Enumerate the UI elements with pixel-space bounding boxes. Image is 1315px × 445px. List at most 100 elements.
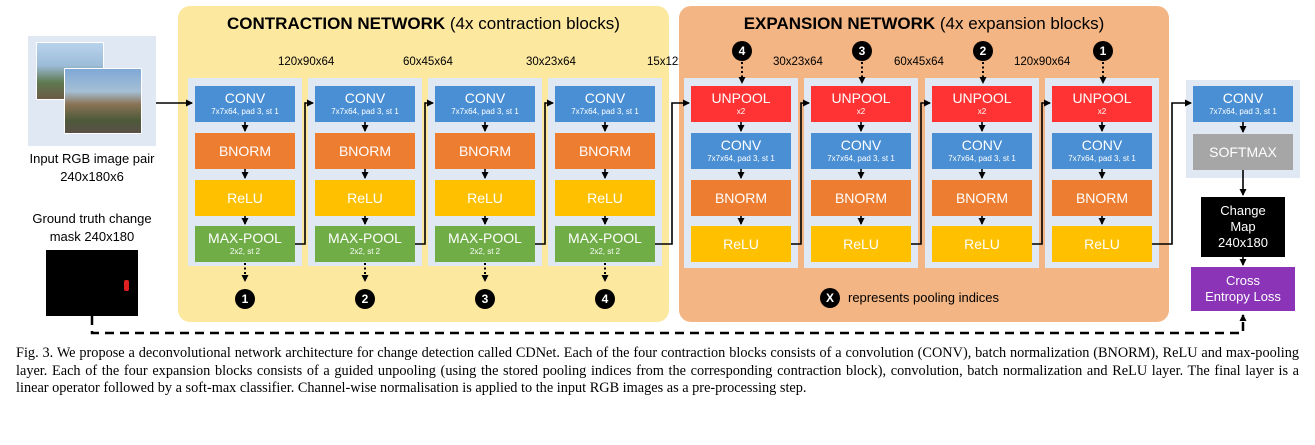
conv-label: CONV bbox=[961, 137, 1003, 154]
output-conv: CONV 7x7x64, pad 3, st 1 bbox=[1193, 86, 1293, 122]
conv-params: 7x7x64, pad 3, st 1 bbox=[707, 154, 775, 164]
contraction-2-conv: CONV 7x7x64, pad 3, st 1 bbox=[315, 86, 415, 122]
unpool-label: UNPOOL bbox=[831, 90, 891, 107]
change-map-box: Change Map 240x180 bbox=[1201, 197, 1285, 257]
bnorm-label: BNORM bbox=[458, 142, 512, 159]
change-map-line2: Map bbox=[1230, 218, 1256, 234]
expansion-dim-1: 30x23x64 bbox=[773, 56, 823, 68]
maxpool-params: 2x2, st 2 bbox=[229, 247, 261, 257]
input-label: Input RGB image pair 240x180x6 bbox=[14, 150, 170, 185]
bnorm-label: BNORM bbox=[834, 189, 888, 206]
bnorm-label: BNORM bbox=[338, 142, 392, 159]
expansion-dim-2: 60x45x64 bbox=[894, 56, 944, 68]
maxpool-label: MAX-POOL bbox=[568, 230, 642, 247]
conv-params: 7x7x64, pad 3, st 1 bbox=[331, 107, 399, 117]
expansion-1-relu: ReLU bbox=[691, 226, 791, 262]
expansion-4-unpool: UNPOOL x2 bbox=[1052, 86, 1152, 122]
pool-index-badge-4: 4 bbox=[595, 289, 615, 309]
unpool-params: x2 bbox=[736, 107, 746, 117]
contraction-2-maxpool: MAX-POOL 2x2, st 2 bbox=[315, 226, 415, 262]
contraction-4-relu: ReLU bbox=[555, 180, 655, 216]
conv-params: 7x7x64, pad 3, st 1 bbox=[211, 107, 279, 117]
bnorm-label: BNORM bbox=[218, 142, 272, 159]
ground-truth-to-loss-line bbox=[90, 314, 1247, 335]
link-expansion-output bbox=[1152, 99, 1192, 245]
link-contraction-expansion bbox=[655, 99, 690, 245]
contraction-1-bnorm: BNORM bbox=[195, 133, 295, 169]
expansion-2-relu: ReLU bbox=[811, 226, 911, 262]
unpool-label: UNPOOL bbox=[1072, 90, 1132, 107]
loss-line2: Entropy Loss bbox=[1205, 289, 1281, 304]
relu-label: ReLU bbox=[347, 189, 383, 206]
expansion-1-bnorm: BNORM bbox=[691, 180, 791, 216]
conv-params: 7x7x64, pad 3, st 1 bbox=[948, 154, 1016, 164]
expansion-1-conv: CONV 7x7x64, pad 3, st 1 bbox=[691, 133, 791, 169]
softmax-label: SOFTMAX bbox=[1209, 143, 1277, 160]
expansion-2-unpool: UNPOOL x2 bbox=[811, 86, 911, 122]
relu-label: ReLU bbox=[843, 235, 879, 252]
link-c2-c3 bbox=[415, 99, 434, 245]
contraction-4-conv: CONV 7x7x64, pad 3, st 1 bbox=[555, 86, 655, 122]
contraction-dim-3: 30x23x64 bbox=[526, 56, 576, 68]
conv-params: 7x7x64, pad 3, st 1 bbox=[571, 107, 639, 117]
contraction-dim-2: 60x45x64 bbox=[403, 56, 453, 68]
expansion-4-bnorm: BNORM bbox=[1052, 180, 1152, 216]
change-map-line3: 240x180 bbox=[1218, 235, 1268, 251]
change-mask-blob bbox=[124, 280, 129, 291]
ground-truth-label-line2: mask 240x180 bbox=[49, 228, 135, 244]
unpool-index-badge-4: 4 bbox=[732, 41, 752, 61]
contraction-1-conv: CONV 7x7x64, pad 3, st 1 bbox=[195, 86, 295, 122]
input-label-line2: 240x180x6 bbox=[60, 168, 124, 184]
relu-label: ReLU bbox=[467, 189, 503, 206]
input-image-2 bbox=[64, 68, 142, 134]
contraction-2-bnorm: BNORM bbox=[315, 133, 415, 169]
unpool-label: UNPOOL bbox=[711, 90, 771, 107]
unpool-params: x2 bbox=[856, 107, 866, 117]
conv-label: CONV bbox=[1081, 137, 1123, 154]
ground-truth-label: Ground truth change mask 240x180 bbox=[14, 210, 170, 245]
contraction-1-relu: ReLU bbox=[195, 180, 295, 216]
link-c1-c2 bbox=[295, 99, 314, 245]
expansion-2-bnorm: BNORM bbox=[811, 180, 911, 216]
maxpool-label: MAX-POOL bbox=[208, 230, 282, 247]
conv-label: CONV bbox=[1222, 90, 1264, 107]
legend-text: represents pooling indices bbox=[848, 290, 1000, 305]
pool-index-badge-3: 3 bbox=[475, 289, 495, 309]
unpool-index-badge-2: 2 bbox=[973, 41, 993, 61]
pool-index-badge-2: 2 bbox=[355, 289, 375, 309]
unpool-index-badge-1: 1 bbox=[1093, 41, 1113, 61]
unpool-index-badge-3: 3 bbox=[852, 41, 872, 61]
link-e2-e3 bbox=[911, 99, 931, 245]
expansion-1-unpool: UNPOOL x2 bbox=[691, 86, 791, 122]
expansion-3-unpool: UNPOOL x2 bbox=[932, 86, 1032, 122]
conv-label: CONV bbox=[720, 137, 762, 154]
maxpool-label: MAX-POOL bbox=[448, 230, 522, 247]
bnorm-label: BNORM bbox=[578, 142, 632, 159]
expansion-3-bnorm: BNORM bbox=[932, 180, 1032, 216]
link-e1-e2 bbox=[791, 99, 810, 245]
conv-label: CONV bbox=[464, 90, 506, 107]
relu-label: ReLU bbox=[723, 235, 759, 252]
bnorm-label: BNORM bbox=[1075, 189, 1129, 206]
contraction-4-maxpool: MAX-POOL 2x2, st 2 bbox=[555, 226, 655, 262]
expansion-title: EXPANSION NETWORK (4x expansion blocks) bbox=[679, 14, 1169, 34]
conv-params: 7x7x64, pad 3, st 1 bbox=[827, 154, 895, 164]
conv-label: CONV bbox=[344, 90, 386, 107]
relu-label: ReLU bbox=[587, 189, 623, 206]
loss-line1: Cross bbox=[1226, 272, 1260, 288]
expansion-dim-3: 120x90x64 bbox=[1014, 56, 1071, 68]
expansion-3-conv: CONV 7x7x64, pad 3, st 1 bbox=[932, 133, 1032, 169]
legend-badge: X bbox=[820, 288, 840, 308]
contraction-3-bnorm: BNORM bbox=[435, 133, 535, 169]
contraction-4-bnorm: BNORM bbox=[555, 133, 655, 169]
conv-label: CONV bbox=[584, 90, 626, 107]
conv-label: CONV bbox=[224, 90, 266, 107]
ground-truth-label-line1: Ground truth change bbox=[32, 211, 152, 226]
expansion-4-relu: ReLU bbox=[1052, 226, 1152, 262]
expansion-title-bold: EXPANSION NETWORK bbox=[743, 14, 936, 33]
contraction-2-relu: ReLU bbox=[315, 180, 415, 216]
cross-entropy-loss-box: Cross Entropy Loss bbox=[1191, 267, 1295, 311]
contraction-title: CONTRACTION NETWORK (4x contraction bloc… bbox=[178, 14, 669, 34]
change-map-line1: Change bbox=[1220, 202, 1266, 218]
